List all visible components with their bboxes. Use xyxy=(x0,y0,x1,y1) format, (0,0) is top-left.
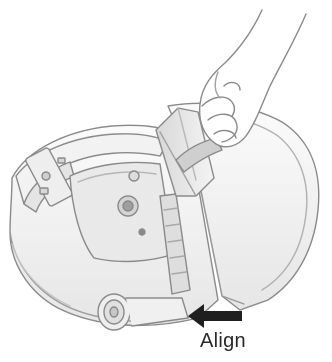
home-button-icon xyxy=(40,188,48,194)
sensor-icon xyxy=(129,171,139,181)
align-label: Align xyxy=(188,330,258,353)
wheel xyxy=(98,294,130,330)
power-button-icon xyxy=(42,172,50,180)
